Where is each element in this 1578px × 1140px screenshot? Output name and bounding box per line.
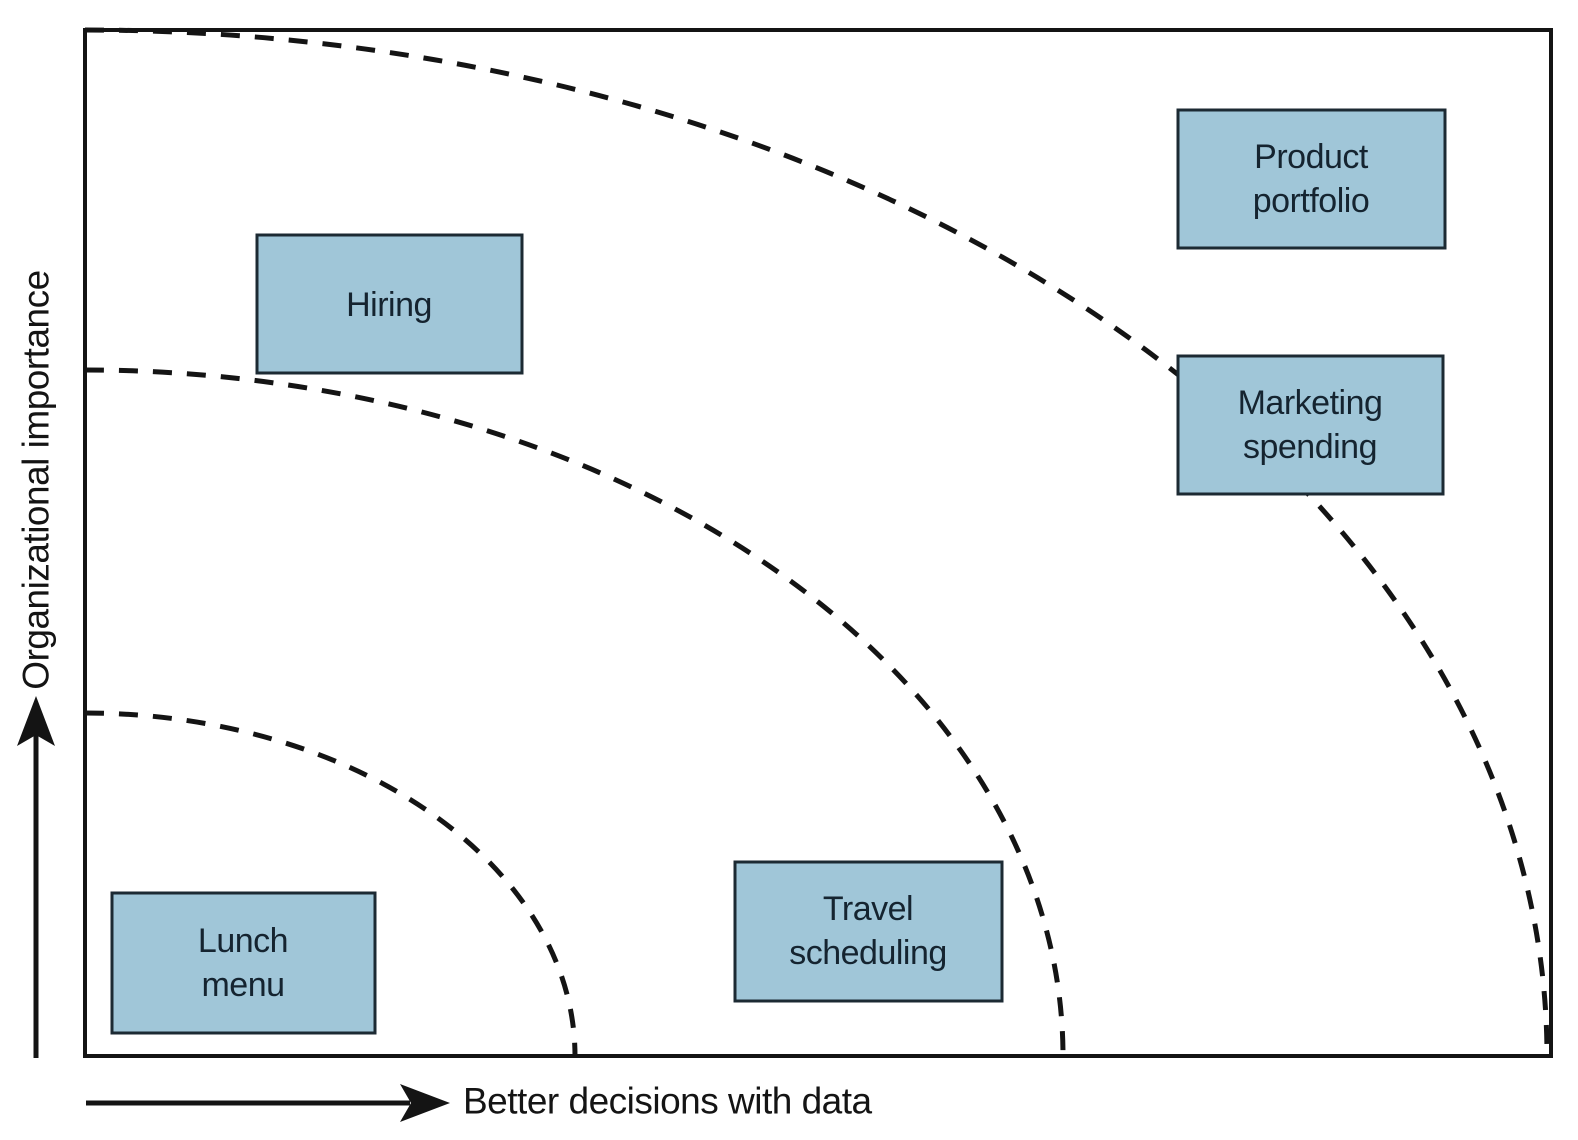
plot-border [83, 28, 1553, 1058]
y-axis-arrowhead-icon [17, 696, 55, 746]
node-lunch-menu: Lunch menu [110, 891, 377, 1035]
node-travel-scheduling: Travel scheduling [733, 860, 1004, 1003]
node-hiring-label: Hiring [346, 286, 432, 324]
node-lunch-menu-label-line2: menu [201, 966, 284, 1004]
node-hiring: Hiring [255, 233, 524, 375]
node-marketing-spending: Marketing spending [1176, 354, 1445, 496]
node-lunch-menu-box [110, 891, 377, 1035]
node-product-portfolio: Product portfolio [1176, 108, 1447, 250]
node-travel-scheduling-label-line2: scheduling [789, 934, 947, 972]
x-axis-label: Better decisions with data [463, 1081, 873, 1122]
node-travel-scheduling-box [733, 860, 1004, 1003]
node-hiring-box [255, 233, 524, 375]
node-travel-scheduling-label-line1: Travel [823, 890, 913, 928]
node-marketing-spending-box [1176, 354, 1445, 496]
node-product-portfolio-box [1176, 108, 1447, 250]
node-product-portfolio-label-line1: Product [1254, 138, 1369, 176]
y-axis: Organizational importance [16, 270, 57, 1058]
arc-inner [84, 710, 578, 1057]
y-axis-label: Organizational importance [16, 270, 57, 689]
x-axis: Better decisions with data [86, 1081, 873, 1122]
arc-middle [84, 367, 1066, 1057]
x-axis-arrowhead-icon [400, 1084, 450, 1122]
node-marketing-spending-label-line2: spending [1243, 428, 1377, 466]
node-lunch-menu-label-line1: Lunch [198, 922, 288, 960]
node-product-portfolio-label-line2: portfolio [1253, 182, 1369, 220]
node-marketing-spending-label-line1: Marketing [1238, 384, 1383, 422]
arc-outer [84, 27, 1550, 1057]
